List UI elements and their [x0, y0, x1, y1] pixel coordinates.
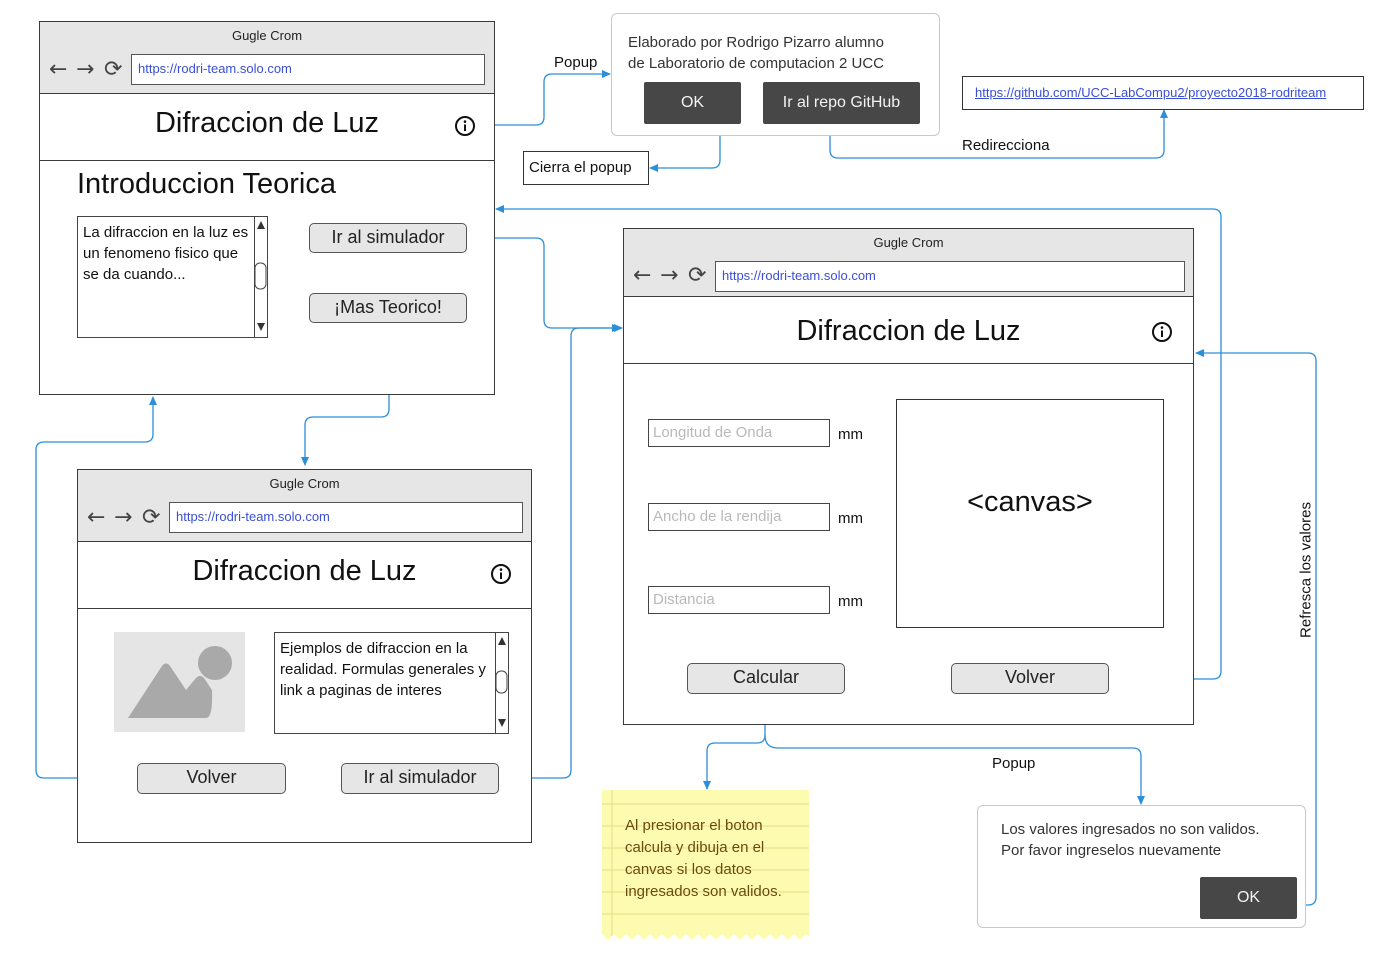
canvas-label: <canvas>	[967, 486, 1093, 518]
sticky-note: Al presionar el boton calcula y dibuja e…	[602, 790, 809, 940]
go-simulator-button[interactable]: Ir al simulador	[341, 763, 499, 794]
popup-ok-button[interactable]: OK	[644, 82, 741, 124]
label-refresh: Refresca los valores	[1297, 496, 1315, 644]
connector-calc-to-error	[764, 734, 1145, 805]
address-bar[interactable]: https://rodri-team.solo.com	[131, 54, 485, 85]
browser-title: Gugle Crom	[231, 28, 303, 43]
connector-ok-to-close	[649, 124, 721, 172]
connector-repo-to-link	[829, 109, 1168, 159]
back-button[interactable]: Volver	[137, 763, 286, 794]
info-icon[interactable]	[454, 115, 476, 137]
back-arrow-icon[interactable]: ←	[633, 263, 652, 288]
connector-error-ok-to-sim	[1195, 349, 1317, 906]
wavelength-input[interactable]: Longitud de Onda	[648, 419, 830, 447]
back-arrow-icon[interactable]: ←	[49, 57, 68, 82]
note-text: Al presionar el boton calcula y dibuja e…	[625, 817, 782, 900]
back-button[interactable]: Volver	[951, 663, 1109, 694]
app-header: Difraccion de Luz	[40, 93, 494, 161]
more-theory-button[interactable]: ¡Mas Teorico!	[309, 293, 467, 323]
browser-title: Gugle Crom	[269, 476, 340, 491]
browser-chrome: Gugle Crom ← → ⟳ https://rodri-team.solo…	[624, 229, 1193, 297]
unit-label: mm	[838, 510, 863, 527]
label-redirect: Redirecciona	[962, 137, 1050, 154]
github-repo-button[interactable]: Ir al repo GitHub	[763, 82, 920, 124]
label-popup: Popup	[554, 54, 598, 71]
error-line-2: Por favor ingreselos nuevamente	[1001, 842, 1222, 859]
connector-sim-back-to-intro	[495, 205, 1222, 680]
popup-line-1: Elaborado por Rodrigo Pizarro alumno	[628, 34, 884, 51]
unit-label: mm	[838, 593, 863, 610]
error-line-1: Los valores ingresados no son validos.	[1001, 821, 1260, 838]
repo-link-box: https://github.com/UCC-LabCompu2/proyect…	[962, 76, 1364, 110]
examples-textarea[interactable]: Ejemplos de difraccion en la realidad. F…	[274, 632, 509, 734]
slit-width-input[interactable]: Ancho de la rendija	[648, 503, 830, 531]
theory-text: La difraccion en la luz es un fenomeno f…	[83, 224, 249, 283]
app-header: Difraccion de Luz	[624, 296, 1193, 364]
connector-examples-to-sim	[498, 324, 621, 779]
connector-calc-to-note	[703, 693, 766, 790]
canvas-area: <canvas>	[896, 399, 1164, 628]
examples-text: Ejemplos de difraccion en la realidad. F…	[280, 640, 486, 699]
forward-arrow-icon[interactable]: →	[660, 263, 679, 288]
error-ok-button[interactable]: OK	[1200, 877, 1297, 919]
label-popup-error: Popup	[992, 755, 1036, 772]
go-simulator-button[interactable]: Ir al simulador	[309, 223, 467, 253]
browser-chrome: Gugle Crom ← → ⟳ https://rodri-team.solo…	[40, 22, 494, 94]
section-heading: Introduccion Teorica	[77, 168, 337, 200]
repo-link[interactable]: https://github.com/UCC-LabCompu2/proyect…	[975, 85, 1327, 100]
reload-icon[interactable]: ⟳	[688, 263, 707, 288]
reload-icon[interactable]: ⟳	[142, 505, 161, 530]
unit-label: mm	[838, 426, 863, 443]
distance-input[interactable]: Distancia	[648, 586, 830, 614]
app-title: Difraccion de Luz	[796, 315, 1021, 347]
address-bar[interactable]: https://rodri-team.solo.com	[715, 261, 1185, 292]
address-bar[interactable]: https://rodri-team.solo.com	[169, 502, 523, 533]
info-icon[interactable]	[490, 563, 512, 585]
popup-line-2: de Laboratorio de computacion 2 UCC	[628, 55, 884, 72]
label-close-popup: Cierra el popup	[529, 159, 632, 176]
simulator-window: Gugle Crom ← → ⟳ https://rodri-team.solo…	[623, 228, 1194, 725]
close-popup-box: Cierra el popup	[523, 151, 649, 185]
examples-window: Gugle Crom ← → ⟳ https://rodri-team.solo…	[77, 469, 532, 843]
connector-intro-to-sim	[467, 237, 623, 332]
connector-info-to-popup	[476, 70, 611, 126]
label-refresh-text: Refresca los valores	[1297, 502, 1315, 638]
reload-icon[interactable]: ⟳	[104, 57, 123, 82]
image-placeholder-icon	[114, 632, 245, 732]
forward-arrow-icon[interactable]: →	[114, 505, 133, 530]
connector-more-to-examples	[301, 322, 390, 466]
intro-window: Gugle Crom ← → ⟳ https://rodri-team.solo…	[39, 21, 495, 395]
calculate-button[interactable]: Calcular	[687, 663, 845, 694]
connector-examples-back-to-intro	[35, 396, 157, 779]
note-lines	[602, 790, 809, 940]
scrollbar[interactable]	[254, 217, 267, 337]
error-popup: Los valores ingresados no son validos. P…	[977, 805, 1306, 928]
app-title: Difraccion de Luz	[154, 107, 380, 139]
app-header: Difraccion de Luz	[78, 541, 531, 609]
browser-chrome: Gugle Crom ← → ⟳ https://rodri-team.solo…	[78, 470, 531, 542]
back-arrow-icon[interactable]: ←	[87, 505, 106, 530]
browser-title: Gugle Crom	[873, 235, 944, 250]
app-title: Difraccion de Luz	[192, 555, 417, 587]
info-popup: Elaborado por Rodrigo Pizarro alumno de …	[611, 13, 940, 136]
scrollbar[interactable]	[495, 633, 508, 733]
theory-textarea[interactable]: La difraccion en la luz es un fenomeno f…	[77, 216, 268, 338]
forward-arrow-icon[interactable]: →	[76, 57, 95, 82]
info-icon[interactable]	[1151, 321, 1173, 343]
